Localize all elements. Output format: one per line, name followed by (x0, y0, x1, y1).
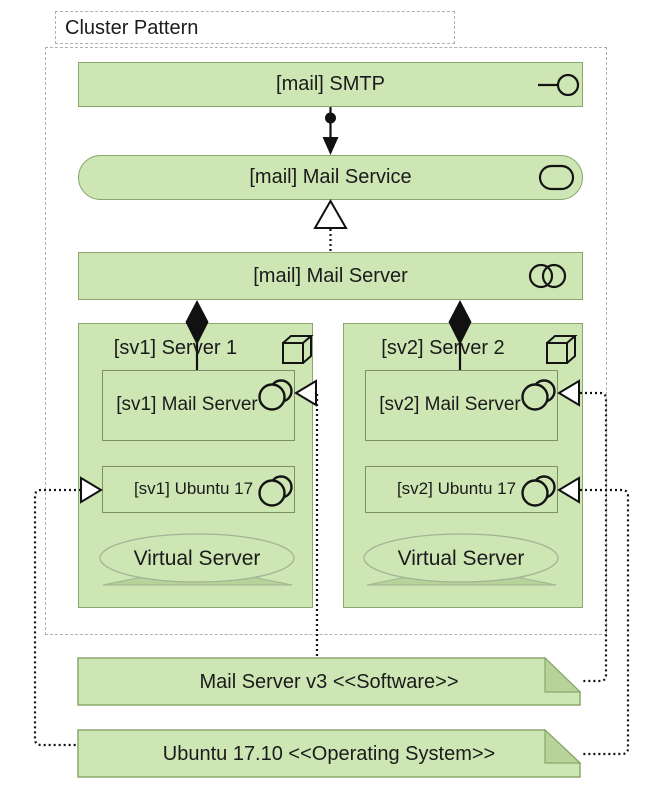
node-smtp-label: [mail] SMTP (276, 73, 385, 95)
node-mail-server[interactable] (78, 252, 583, 300)
note-software-label: Mail Server v3 <<Software>> (199, 670, 459, 693)
node-server2-mail-label: [sv2] Mail Server (379, 394, 521, 416)
node-mail-service-label: [mail] Mail Service (249, 166, 412, 188)
node-server2-label: [sv2] Server 2 (381, 336, 505, 359)
node-smtp[interactable] (78, 62, 583, 107)
cluster-group-container[interactable] (45, 47, 607, 635)
node-server1-vm-label: Virtual Server (133, 546, 261, 570)
node-server1-ubuntu-label: [sv1] Ubuntu 17 (133, 479, 254, 499)
note-os-label: Ubuntu 17.10 <<Operating System>> (162, 742, 496, 765)
node-server1-label: [sv1] Server 1 (113, 336, 238, 359)
node-server2-ubuntu-label: [sv2] Ubuntu 17 (396, 479, 517, 499)
cluster-group-title-tab[interactable] (55, 11, 455, 44)
cluster-group-title: Cluster Pattern (65, 16, 199, 39)
node-server2-vm-label: Virtual Server (397, 546, 525, 570)
node-server1-mail-label: [sv1] Mail Server (116, 394, 258, 416)
node-mail-server-label: [mail] Mail Server (253, 264, 408, 287)
